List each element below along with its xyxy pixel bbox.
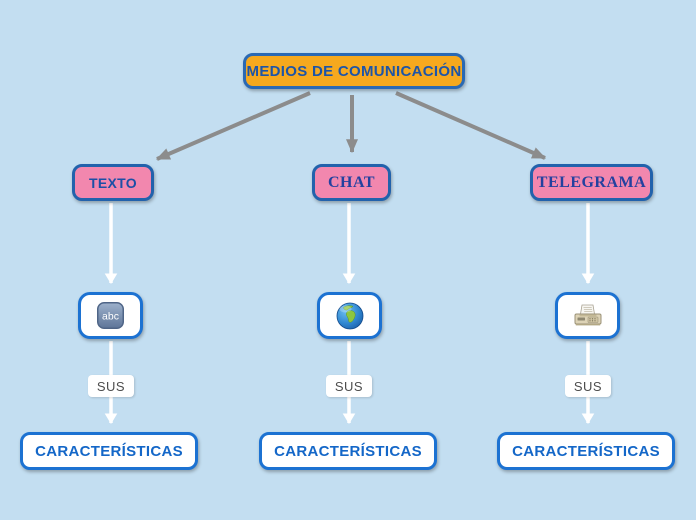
connector-root-telegrama [395,91,547,160]
topic-chat-label: CHAT [327,173,376,191]
root-topic[interactable]: MEDIOS DE COMUNICACIÓN [243,53,465,89]
icon-node-telegrama[interactable] [555,292,620,339]
leaf-caracteristicas-texto[interactable]: CARACTERÍSTICAS [20,432,198,470]
relationship-label-text: SUS [334,378,364,394]
relationship-label-sus-2[interactable]: SUS [326,375,372,397]
relationship-label-text: SUS [96,378,126,394]
topic-chat[interactable]: CHAT [312,164,391,201]
relationship-label-sus-3[interactable]: SUS [565,375,611,397]
topic-texto[interactable]: TEXTO [72,164,154,201]
leaf-caracteristicas-chat[interactable]: CARACTERÍSTICAS [259,432,437,470]
root-topic-label: MEDIOS DE COMUNICACIÓN [246,62,462,80]
connector-root-texto [155,91,311,161]
leaf-label: CARACTERÍSTICAS [274,442,422,460]
topic-texto-label: TEXTO [89,174,137,191]
leaf-label: CARACTERÍSTICAS [512,442,660,460]
relationship-label-text: SUS [573,378,603,394]
icon-node-chat[interactable] [317,292,382,339]
leaf-caracteristicas-telegrama[interactable]: CARACTERÍSTICAS [497,432,675,470]
topic-telegrama[interactable]: TELEGRAMA [530,164,653,201]
globe-icon [336,302,363,329]
abc-icon: abc [97,302,124,329]
topic-telegrama-label: TELEGRAMA [536,173,647,191]
leaf-label: CARACTERÍSTICAS [35,442,183,460]
fax-icon [574,304,601,325]
abc-icon-glyph: abc [102,311,119,323]
icon-node-texto[interactable]: abc [78,292,143,339]
relationship-label-sus-1[interactable]: SUS [88,375,134,397]
